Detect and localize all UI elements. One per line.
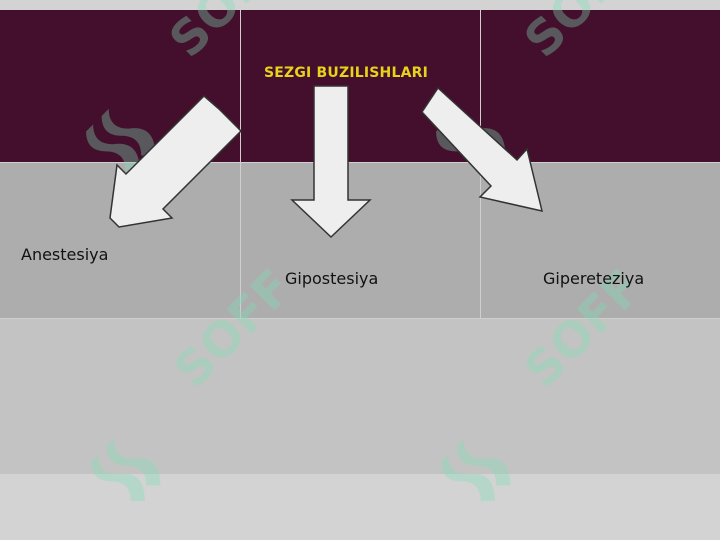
- diagram-title: SEZGI BUZILISHLARI: [263, 65, 429, 81]
- arrow-right-down-icon: [421, 86, 544, 212]
- top-edge: [0, 0, 720, 10]
- item-label-gipostesiya: Gipostesiya: [285, 269, 379, 288]
- grid-line-horizontal: [0, 318, 720, 319]
- item-label-anestesiya: Anestesiya: [21, 245, 109, 264]
- grid-line-horizontal: [0, 162, 720, 163]
- arrow-down-icon: [290, 85, 372, 239]
- arrow-left-down-icon: [109, 94, 243, 228]
- header-row: [0, 10, 720, 162]
- grid-line-vertical: [240, 10, 241, 318]
- bottom-area: [0, 474, 720, 540]
- empty-row: [0, 318, 720, 474]
- item-label-gipereteziya: Gipereteziya: [543, 269, 645, 288]
